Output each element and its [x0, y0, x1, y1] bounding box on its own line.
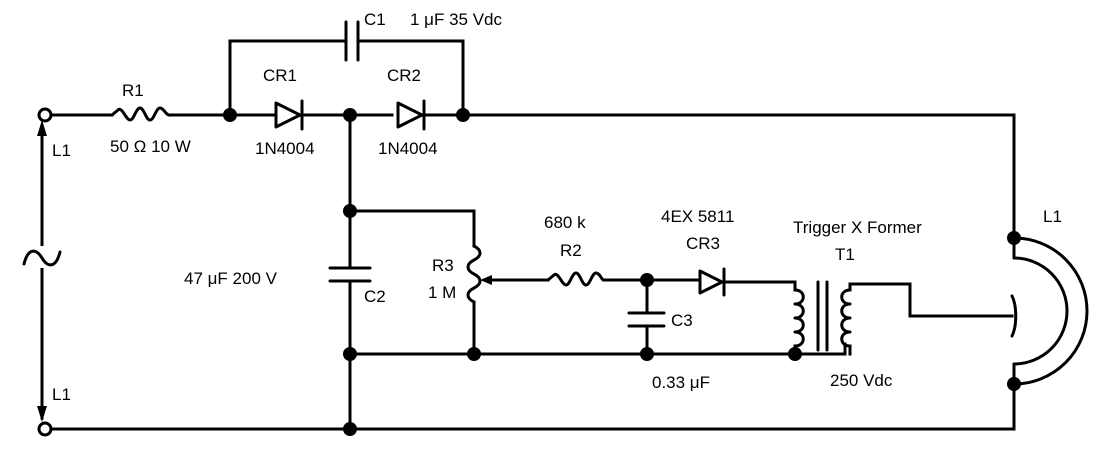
diode-cr3: 4EX 5811 CR3: [661, 207, 734, 297]
resistor-r1-icon: [110, 106, 172, 122]
junction-node-c: [456, 108, 470, 122]
t1-rating-label: 250 Vdc: [830, 371, 893, 390]
transformer-t1: Trigger X Former T1 250 Vdc: [793, 218, 922, 390]
wire-cr2-to-lamp: [418, 113, 1016, 240]
wire-t1-secondary-top: [848, 282, 1014, 318]
c3-value-label: 0.33 μF: [652, 373, 710, 392]
junction-node-b: [343, 108, 357, 122]
r2-value-label: 680 k: [544, 213, 586, 232]
cr1-part-label: 1N4004: [255, 139, 315, 158]
c3-ref-label: C3: [671, 311, 693, 330]
diode-cr3-icon: [698, 267, 726, 297]
wire-inner-return: [348, 342, 847, 356]
cr3-ref-label: CR3: [686, 234, 720, 253]
lamp-trigger-electrode-icon: [1010, 294, 1018, 338]
junction-node-e: [640, 273, 654, 287]
c1-value-label: 1 μF 35 Vdc: [410, 10, 503, 29]
resistor-r2-icon: [546, 271, 606, 287]
wire-lamp-to-return: [46, 382, 1016, 431]
junction-lamp-top: [1007, 231, 1021, 245]
wire-node-d-to-r3: [348, 209, 476, 248]
wire-c1-right: [356, 39, 465, 117]
terminal-bottom-label: L1: [52, 385, 71, 404]
cr1-ref-label: CR1: [263, 66, 297, 85]
t1-secondary-coil-icon: [840, 288, 852, 348]
capacitor-c2: 47 μF 200 V C2: [184, 266, 386, 306]
resistor-r2: 680 k R2: [544, 213, 606, 287]
junction-lamp-bottom: [1007, 377, 1021, 391]
junction-r3-bottom: [467, 347, 481, 361]
c2-value-label: 47 μF 200 V: [184, 269, 278, 288]
flash-lamp-l1: L1: [1010, 207, 1089, 386]
r2-ref-label: R2: [560, 241, 582, 260]
capacitor-c1: C1 1 μF 35 Vdc: [344, 10, 503, 62]
r3-value-label: 1 M: [428, 283, 456, 302]
terminal-top: [37, 107, 53, 123]
r1-ref-label: R1: [122, 81, 144, 100]
t1-name-label: Trigger X Former: [793, 218, 922, 237]
diode-cr1: CR1 1N4004: [255, 66, 315, 158]
terminal-bottom: [37, 421, 53, 437]
junction-return: [343, 422, 357, 436]
junction-node-a: [223, 108, 237, 122]
cr2-ref-label: CR2: [387, 66, 421, 85]
lamp-ref-label: L1: [1043, 207, 1062, 226]
ac-source-icon: [22, 249, 62, 267]
junction-c3-bottom: [640, 347, 654, 361]
junction-t1-primary: [788, 347, 802, 361]
t1-ref-label: T1: [835, 245, 855, 264]
potentiometer-r3: R3 1 M: [428, 244, 492, 304]
terminal-top-label: L1: [52, 141, 71, 160]
cr3-part-label: 4EX 5811: [661, 207, 734, 226]
wire-c1-left: [228, 39, 348, 117]
wire-cr3-to-t1: [723, 280, 797, 292]
r3-ref-label: R3: [432, 256, 454, 275]
c2-ref-label: C2: [364, 287, 386, 306]
diode-cr2-icon: [396, 99, 426, 131]
diode-cr2: CR2 1N4004: [378, 66, 438, 158]
lamp-inner-arc-icon: [1012, 256, 1069, 366]
junction-node-d: [343, 204, 357, 218]
c1-ref-label: C1: [364, 10, 386, 29]
lamp-outer-arc-icon: [1012, 236, 1089, 386]
diode-cr1-icon: [274, 99, 304, 131]
resistor-r1: R1 50 Ω 10 W: [110, 81, 191, 156]
t1-primary-coil-icon: [793, 288, 805, 348]
potentiometer-r3-icon: [466, 244, 482, 304]
junction-c2-bottom: [343, 347, 357, 361]
arrow-up-icon: [37, 120, 47, 136]
junctions: [223, 108, 1021, 436]
arrow-down-icon: [37, 406, 47, 422]
capacitor-c3: C3 0.33 μF: [627, 311, 710, 392]
wiper-arrow-icon: [480, 275, 492, 285]
cr2-part-label: 1N4004: [378, 139, 438, 158]
r1-value-label: 50 Ω 10 W: [110, 137, 191, 156]
